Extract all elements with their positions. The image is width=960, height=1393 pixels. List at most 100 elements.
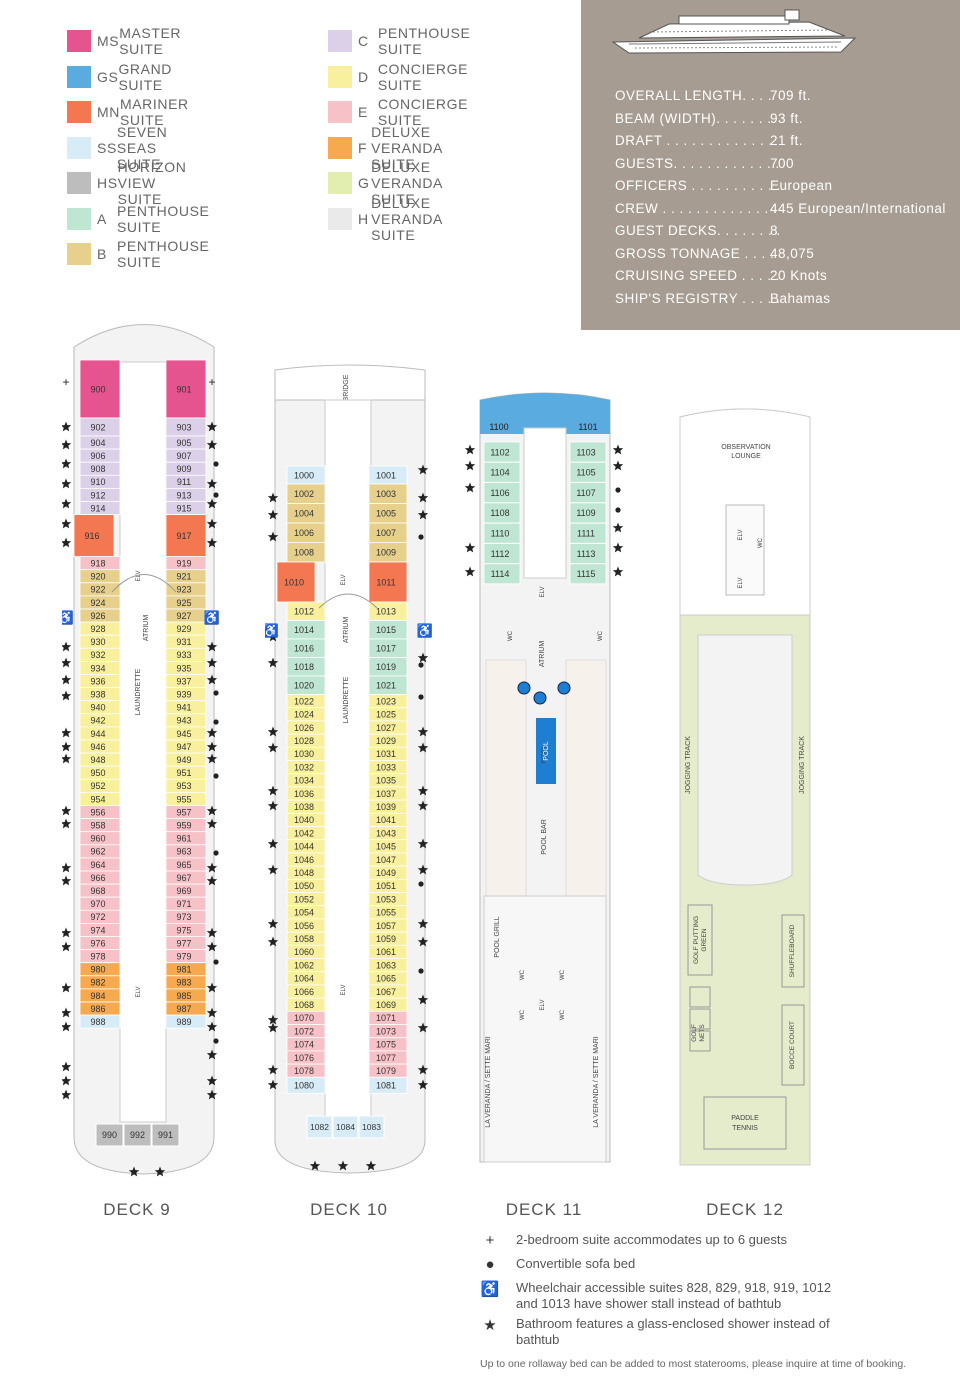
spec-label: CREW . . . . . . . . . . . . . . xyxy=(615,200,778,216)
legend-swatch xyxy=(328,101,352,123)
golf-nets-box xyxy=(689,986,711,1008)
cabin-number: 965 xyxy=(176,860,191,870)
sofa-bed-dot-icon xyxy=(418,968,424,974)
atrium-label: ATRIUM xyxy=(343,617,350,643)
cabin-number: 992 xyxy=(130,1130,145,1140)
cabin-number: 1106 xyxy=(490,488,509,498)
atrium-label: ATRIUM xyxy=(539,641,546,667)
cabin-number: 916 xyxy=(84,531,99,541)
cabin-number: 1003 xyxy=(376,489,396,499)
cabin-number: 959 xyxy=(176,820,191,830)
wheelchair-icon: ♿ xyxy=(62,610,74,625)
cabin-number: 1018 xyxy=(294,662,314,672)
cabin-number: 1070 xyxy=(294,1013,314,1023)
cabin-block xyxy=(276,561,316,603)
shower-star-icon xyxy=(417,726,429,737)
cabin-number: 1105 xyxy=(576,468,595,478)
cabin-number: 1050 xyxy=(294,881,314,891)
cabin-number: 1112 xyxy=(491,549,510,559)
shower-star-icon xyxy=(417,1022,429,1033)
shower-star-icon xyxy=(206,1089,218,1100)
cabin-block xyxy=(73,514,115,558)
shower-star-icon xyxy=(464,482,476,493)
shower-star-icon xyxy=(267,531,279,542)
cabin-block xyxy=(165,359,207,419)
cabin-number: 980 xyxy=(90,965,105,975)
cabin-number: 1051 xyxy=(376,881,396,891)
cabin-number: 961 xyxy=(176,834,191,844)
cabin-number: 929 xyxy=(176,624,191,634)
legend-code: SS xyxy=(97,139,117,156)
cabin-number: 950 xyxy=(90,768,105,778)
spec-row: DRAFT . . . . . . . . . . . . .21 ft. xyxy=(615,133,803,148)
cabin-number: 1108 xyxy=(490,508,509,518)
spec-row: GROSS TONNAGE . . . .48,075 xyxy=(615,246,814,261)
legend-swatch xyxy=(328,30,352,52)
shower-star-icon xyxy=(154,1166,166,1177)
shower-star-icon xyxy=(417,1064,429,1075)
cabin-number: 1019 xyxy=(376,662,396,672)
legend-label: CONCIERGE SUITE xyxy=(377,96,469,128)
cabin-number: 1076 xyxy=(294,1053,314,1063)
shower-star-icon xyxy=(337,1160,349,1171)
cabin-number: 1065 xyxy=(376,974,396,984)
legend-code: C xyxy=(358,33,369,49)
wc-label: WC xyxy=(520,969,526,980)
cabin-number: 1104 xyxy=(490,468,509,478)
cabin-number: 1026 xyxy=(294,723,314,733)
shower-star-icon xyxy=(62,805,72,816)
cabin-number: 972 xyxy=(90,912,105,922)
cabin-number: 1007 xyxy=(376,528,396,538)
shower-star-icon xyxy=(62,862,72,873)
cabin-number: 1109 xyxy=(576,508,595,518)
cabin-number: 943 xyxy=(176,716,191,726)
cabin-number: 991 xyxy=(158,1130,173,1140)
shower-star-icon xyxy=(417,936,429,947)
legend-swatch xyxy=(67,243,91,265)
legend-swatch xyxy=(67,172,91,194)
shower-star-icon xyxy=(206,439,218,450)
cabin-number: 953 xyxy=(176,781,191,791)
golf-putting-label: GREEN xyxy=(701,928,708,951)
spec-label: DRAFT . . . . . . . . . . . . . xyxy=(615,133,773,148)
shower-star-icon xyxy=(206,498,218,509)
shower-star-icon xyxy=(612,522,624,533)
cabin-block xyxy=(483,563,521,585)
pool xyxy=(536,718,556,784)
elevator-label: ELV xyxy=(341,985,347,996)
cabin-number: 960 xyxy=(90,834,105,844)
shower-star-icon xyxy=(206,1021,218,1032)
cabin-number: 984 xyxy=(90,991,105,1001)
cabin-number: 921 xyxy=(176,572,191,582)
jacuzzi xyxy=(517,681,531,695)
shower-star-icon xyxy=(267,742,279,753)
shower-star-icon xyxy=(267,1079,279,1090)
shower-star-icon xyxy=(206,941,218,952)
shower-star-icon xyxy=(62,458,72,469)
deck-12-title: DECK 12 xyxy=(706,1200,784,1219)
sofa-bed-dot-icon xyxy=(213,461,219,467)
cabin-number: 1034 xyxy=(294,776,314,786)
cabin-number: 919 xyxy=(176,558,191,568)
shower-star-icon xyxy=(62,1007,72,1018)
cabin-number: 989 xyxy=(176,1017,191,1027)
cabin-number: 920 xyxy=(90,572,105,582)
elevator-label: ELV xyxy=(136,571,142,582)
shower-star-icon xyxy=(206,674,218,685)
elevator-label: ELV xyxy=(738,530,744,541)
jogging-track xyxy=(679,614,811,1166)
note-symbol-icon: ● xyxy=(485,1256,495,1273)
cabin-block xyxy=(165,1014,207,1029)
shower-star-icon xyxy=(62,690,72,701)
shower-star-icon xyxy=(267,1014,279,1025)
cabin-number: 946 xyxy=(90,742,105,752)
cabin-number: 1110 xyxy=(491,529,510,539)
ship-illustration xyxy=(611,9,857,54)
shower-star-icon xyxy=(267,864,279,875)
cabin-number: 987 xyxy=(176,1004,191,1014)
wheelchair-icon: ♿ xyxy=(265,623,279,638)
cabin-number: 930 xyxy=(90,637,105,647)
cabin-number: 1071 xyxy=(376,1013,396,1023)
